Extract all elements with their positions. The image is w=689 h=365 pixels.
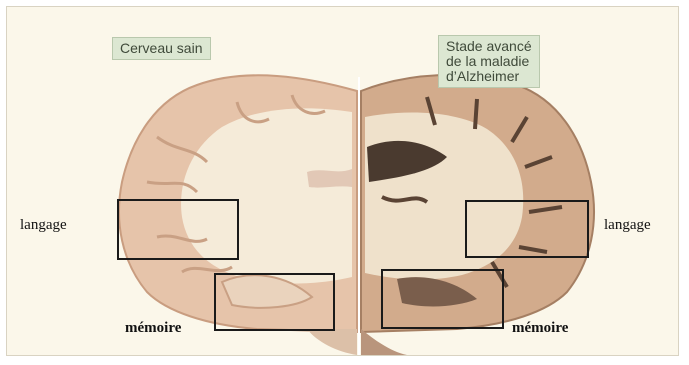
memory-label-left: mémoire: [125, 320, 181, 337]
healthy-brain-caption: Cerveau sain: [112, 37, 211, 60]
alzheimer-brain-caption: Stade avancé de la maladie d’Alzheimer: [438, 35, 540, 88]
alzheimer-caption-line-1: Stade avancé: [446, 39, 532, 54]
alzheimer-caption-line-2: de la maladie: [446, 54, 532, 69]
brainstem-right: [361, 329, 407, 355]
alzheimer-caption-line-3: d’Alzheimer: [446, 69, 532, 84]
healthy-ventricle: [307, 169, 352, 188]
language-box-left: [117, 199, 239, 260]
language-label-right: langage: [604, 217, 651, 234]
brainstem-left: [307, 329, 357, 355]
language-box-right: [465, 200, 589, 258]
brain-illustration: [7, 7, 679, 356]
memory-box-left: [214, 273, 335, 331]
memory-box-right: [381, 269, 504, 329]
illustration-frame: Cerveau sain Stade avancé de la maladie …: [6, 6, 679, 356]
memory-label-right: mémoire: [512, 320, 568, 337]
language-label-left: langage: [20, 217, 67, 234]
